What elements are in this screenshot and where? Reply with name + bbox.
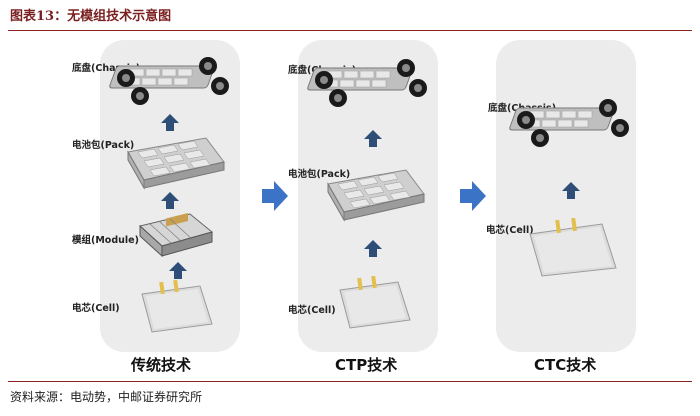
chassis-image: [109, 57, 229, 105]
arrow-up-icon: [364, 130, 382, 147]
cell-image: [141, 280, 213, 333]
label-chassis: 底盘(Chassis): [72, 63, 141, 74]
arrow-right-icon: [262, 181, 288, 211]
label-pack: 电池包(Pack): [288, 169, 351, 180]
label-cell: 电芯(Cell): [486, 225, 534, 236]
label-pack: 电池包(Pack): [72, 140, 135, 151]
label-cell: 电芯(Cell): [72, 303, 120, 314]
cell-image: [339, 276, 411, 329]
source-divider: [8, 381, 692, 382]
arrow-up-icon: [161, 114, 179, 131]
panel-title-ctp: CTP技术: [335, 356, 398, 374]
battery-pack-image: [127, 137, 225, 190]
arrow-up-icon: [364, 240, 382, 257]
module-image: [138, 213, 214, 258]
arrow-up-icon: [161, 192, 179, 209]
label-module: 模组(Module): [72, 235, 139, 246]
battery-pack-image: [327, 169, 425, 222]
label-cell: 电芯(Cell): [288, 305, 336, 316]
panel-title-ctc: CTC技术: [534, 356, 597, 374]
arrow-up-icon: [169, 262, 187, 279]
chassis-image: [509, 99, 629, 147]
title-divider: [8, 30, 692, 31]
chassis-image: [307, 59, 427, 107]
source-note: 资料来源：电动势，中邮证券研究所: [10, 390, 203, 404]
arrow-right-icon: [460, 181, 486, 211]
cell-image: [529, 218, 617, 277]
figure-title: 图表13：无模组技术示意图: [10, 9, 172, 24]
panel-ctc: [496, 40, 636, 352]
arrow-up-icon: [562, 182, 580, 199]
panel-title-traditional: 传统技术: [131, 356, 192, 374]
